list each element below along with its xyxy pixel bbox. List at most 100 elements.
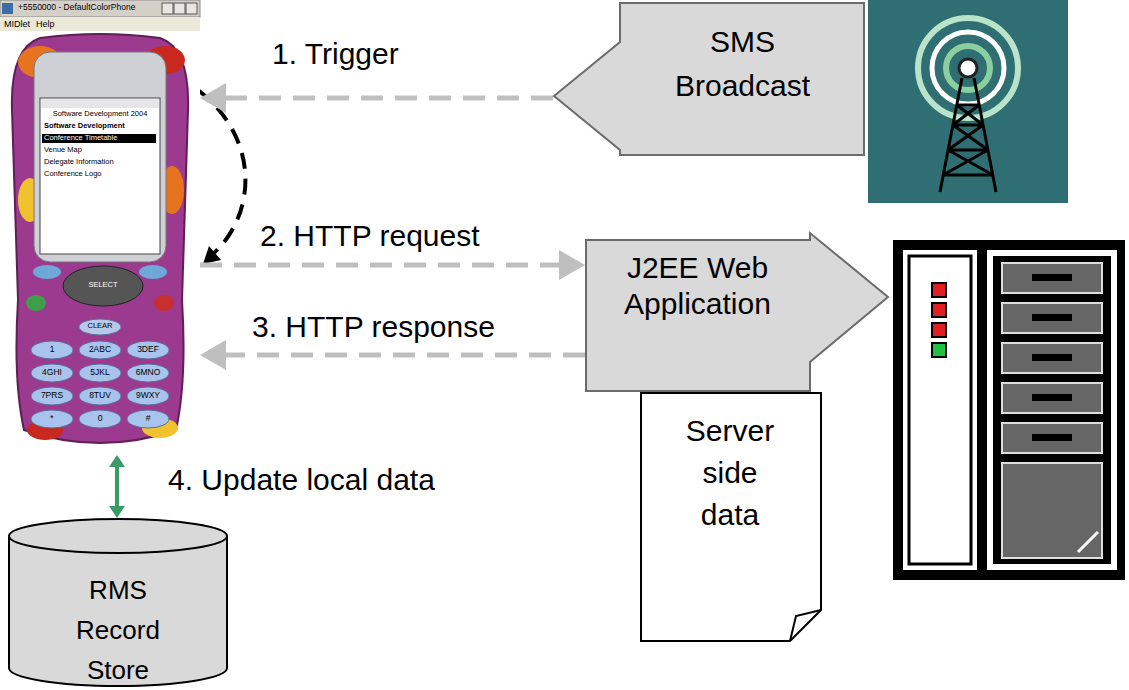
rect-shape <box>1002 303 1102 333</box>
rect-shape <box>34 52 166 262</box>
node-label: Server side data <box>675 410 785 536</box>
ellipse-shape <box>79 410 121 428</box>
screen-text: MIDlet <box>4 19 30 29</box>
rect-shape <box>932 283 946 297</box>
screen-text: Venue Map <box>44 146 82 155</box>
arrowhead <box>109 455 125 467</box>
screen-text: +5550000 - DefaultColorPhone <box>18 3 135 13</box>
step-label: 1. Trigger <box>272 36 399 72</box>
screen-text: Conference Logo <box>44 170 102 179</box>
path-shape <box>641 393 821 641</box>
ellipse-shape <box>79 341 121 359</box>
broadcast-arrow-box: SMS Broadcast <box>553 2 865 156</box>
screen-text: Software Development 2004 <box>53 110 148 119</box>
screen-text: Help <box>36 19 55 29</box>
ellipse-shape <box>31 410 73 428</box>
rect-shape <box>0 0 200 17</box>
path-shape <box>940 78 996 192</box>
record-store-cylinder: RMS Record Store <box>8 518 228 688</box>
connector-line <box>115 467 119 506</box>
screen-text: 7PRS <box>41 391 63 401</box>
rect-shape <box>2 3 13 14</box>
rect-shape <box>1002 463 1102 558</box>
phone-outline <box>0 0 200 455</box>
ellipse-shape <box>127 364 169 382</box>
arrowhead <box>200 83 226 113</box>
polygon-shape <box>203 246 221 264</box>
connector-line <box>226 96 553 101</box>
screen-text: Delegate Information <box>44 158 114 167</box>
ellipse-shape <box>79 364 121 382</box>
step-label: 4. Update local data <box>168 462 435 498</box>
rect-shape <box>909 256 971 564</box>
ellipse-shape <box>127 387 169 405</box>
circle-shape <box>932 32 1004 104</box>
node-label: SMS Broadcast <box>658 20 828 108</box>
screen-text: 6MNO <box>136 368 161 378</box>
ellipse-shape <box>139 265 167 279</box>
web-app-box: J2EE Web Application <box>585 232 890 392</box>
screen-text: Software Development <box>44 122 125 131</box>
rect-shape <box>932 303 946 317</box>
connector-line <box>200 263 559 268</box>
ellipse-shape <box>127 341 169 359</box>
rect-shape <box>1002 383 1102 413</box>
polygon-shape <box>586 233 888 391</box>
step-label: 3. HTTP response <box>252 309 495 345</box>
screen-text: 5JKL <box>90 368 109 378</box>
rect-shape <box>174 3 185 14</box>
screen-text: 4GHI <box>42 368 62 378</box>
path-shape <box>198 90 245 253</box>
ellipse-shape <box>33 265 61 279</box>
rect-shape <box>903 250 977 570</box>
rect-shape <box>41 99 159 108</box>
screen-text: 1 <box>50 345 55 355</box>
screen-text: 2ABC <box>89 345 111 355</box>
screen-text: CLEAR <box>87 322 112 331</box>
rect-shape <box>162 3 173 14</box>
rect-shape <box>1032 314 1072 321</box>
rect-shape <box>0 0 200 455</box>
rect-shape <box>0 17 200 31</box>
rect-shape <box>1032 274 1072 281</box>
ellipse-shape <box>9 519 227 553</box>
ellipse-shape <box>127 410 169 428</box>
circle-shape <box>959 59 977 77</box>
phone-emulator: +5550000 - DefaultColorPhoneMIDlet HelpSo… <box>0 0 200 455</box>
rect-shape <box>993 256 1111 564</box>
data-document: Server side data <box>640 392 822 642</box>
step-label: 2. HTTP request <box>260 218 480 254</box>
rect-shape <box>1032 394 1072 401</box>
screen-text: 3DEF <box>137 345 159 355</box>
rect-shape <box>1002 343 1102 373</box>
ellipse-shape <box>31 364 73 382</box>
circle-shape <box>918 18 1018 118</box>
rect-shape <box>932 323 946 337</box>
ellipse-shape <box>79 319 121 335</box>
ellipse-shape <box>154 295 174 311</box>
ellipse-shape <box>31 341 73 359</box>
ellipse-shape <box>26 295 46 311</box>
server-icon <box>893 240 1125 580</box>
screen-text: SELECT <box>88 281 117 290</box>
rect-shape <box>1032 434 1072 441</box>
screen-text: 8TUV <box>89 391 111 401</box>
rect-shape <box>1002 263 1102 293</box>
path-shape <box>12 34 188 443</box>
rect-shape <box>987 250 1117 570</box>
screen-text: # <box>146 414 151 424</box>
polygon-shape <box>554 3 864 155</box>
path-shape <box>790 610 821 641</box>
trigger-arrow <box>200 83 553 113</box>
screen-text: Conference Timetable <box>42 134 156 143</box>
rect-shape <box>1032 354 1072 361</box>
rect-shape <box>868 0 1068 203</box>
screen-text: 0 <box>98 414 103 424</box>
node-label: RMS Record Store <box>58 570 178 690</box>
path-shape <box>1078 532 1098 552</box>
request-arrow <box>200 250 585 280</box>
rect-shape <box>186 3 197 14</box>
response-arrow <box>200 340 585 370</box>
screen-text: 9WXY <box>136 391 160 401</box>
ellipse-shape <box>79 387 121 405</box>
